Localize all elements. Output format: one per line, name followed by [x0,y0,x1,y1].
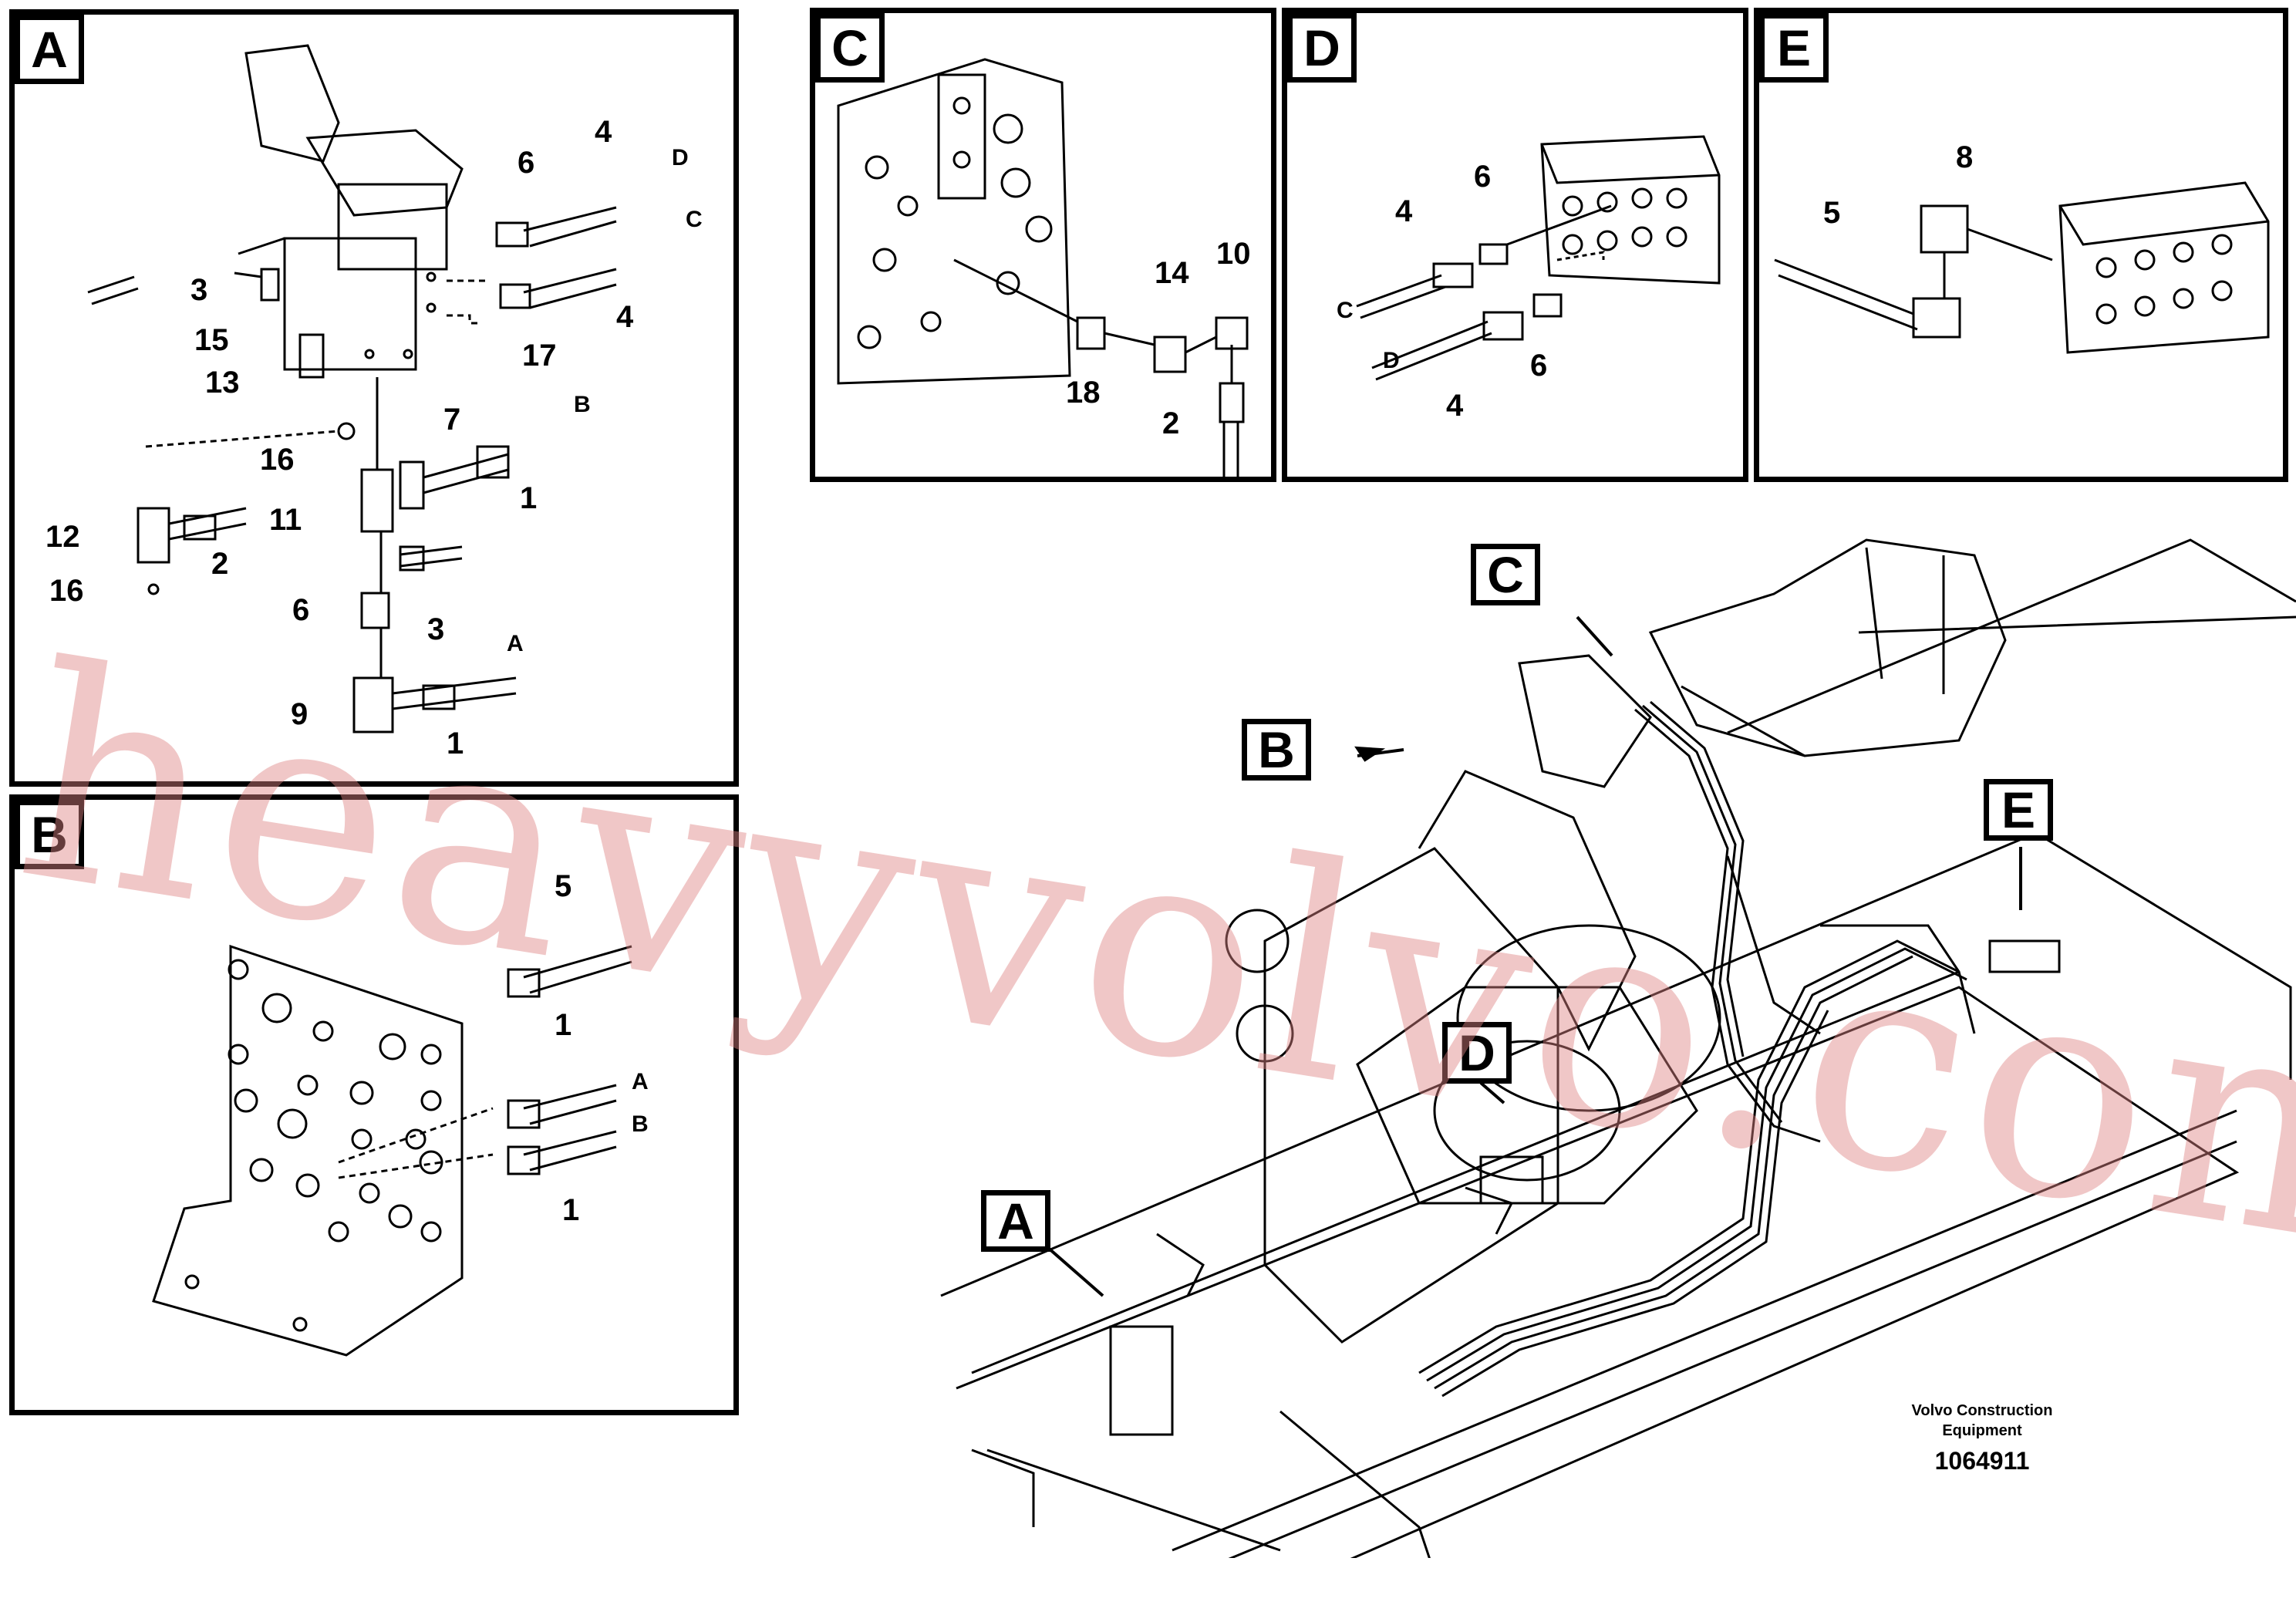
company-name-line1: Volvo Construction [1911,1402,2053,1419]
panel-d: 4 6 C D 4 6 D [1282,8,1748,482]
callout-c-3: 18 [1066,376,1101,410]
callout-b-1: 5 [555,869,571,903]
panel-d-label: D [1287,13,1357,83]
callout-d-4: D [1383,348,1400,373]
callout-e-2: 5 [1823,196,1840,230]
callout-a-16: 2 [211,547,228,581]
callout-c-1: 10 [1216,237,1251,271]
callout-a-5: 3 [190,273,207,307]
callout-d-5: 4 [1446,389,1464,423]
callout-b-4: B [632,1111,649,1137]
callout-c-4: 2 [1162,406,1179,440]
callout-a-12: 16 [260,443,295,477]
panel-c-label: C [815,13,885,83]
overview-tag-c: C [1471,544,1540,605]
callout-a-21: 9 [291,697,308,731]
callout-d-6: 6 [1530,349,1547,383]
callout-d-1: 4 [1395,194,1413,228]
panel-d-drawing: 4 6 C D 4 6 [1337,135,1721,423]
callout-c-2: 14 [1155,256,1189,290]
callout-a-7: 17 [522,339,557,373]
callout-a-4: C [686,207,703,232]
callout-b-5: 1 [562,1193,579,1227]
callout-a-11: B [574,392,591,417]
callout-d-2: 6 [1474,160,1491,194]
callout-a-8: 15 [194,323,229,357]
callout-a-1: 4 [595,115,612,149]
panel-a-drawing: 4 D 6 C 3 4 17 15 13 7 B 16 1 11 12 2 16… [46,44,703,760]
callout-a-18: 6 [292,593,309,627]
overview-tag-b: B [1242,719,1311,781]
panel-b-label: B [15,800,84,869]
callout-a-10: 7 [443,403,460,437]
callout-b-2: 1 [555,1008,571,1042]
callout-a-20: A [507,631,524,656]
callout-b-3: A [632,1069,649,1094]
panel-c: 10 14 18 2 C [810,8,1276,482]
company-name-line2: Equipment [1942,1422,2022,1439]
panel-c-drawing: 10 14 18 2 [837,58,1251,477]
callout-a-14: 11 [269,503,302,537]
callout-a-9: 13 [205,366,240,400]
callout-d-3: C [1337,298,1354,323]
overview-tag-a: A [981,1190,1050,1252]
panel-a-label: A [15,15,84,84]
callout-a-13: 1 [520,481,537,515]
panel-e-label: E [1759,13,1829,83]
callout-a-22: 1 [447,727,464,760]
panel-a: 4 D 6 C 3 4 17 15 13 7 B 16 1 11 12 2 16… [9,9,739,787]
panel-e: 8 5 E [1754,8,2288,482]
overview-tag-e: E [1984,779,2053,841]
panel-b: 5 1 A B 1 B [9,794,739,1415]
callout-a-3: 6 [518,146,534,180]
callout-a-15: 12 [46,520,80,554]
callout-a-2: D [672,145,689,170]
panel-e-drawing: 8 5 [1774,140,2270,354]
callout-e-1: 8 [1956,140,1973,174]
panel-b-drawing: 5 1 A B 1 [152,869,649,1357]
drawing-number: 1064911 [1934,1447,2030,1475]
callout-a-19: 3 [427,612,444,646]
callout-a-17: 16 [49,574,84,608]
overview-tag-d: D [1442,1022,1512,1084]
callout-a-6: 4 [616,300,634,334]
overview-machine-frame [940,538,2296,1558]
